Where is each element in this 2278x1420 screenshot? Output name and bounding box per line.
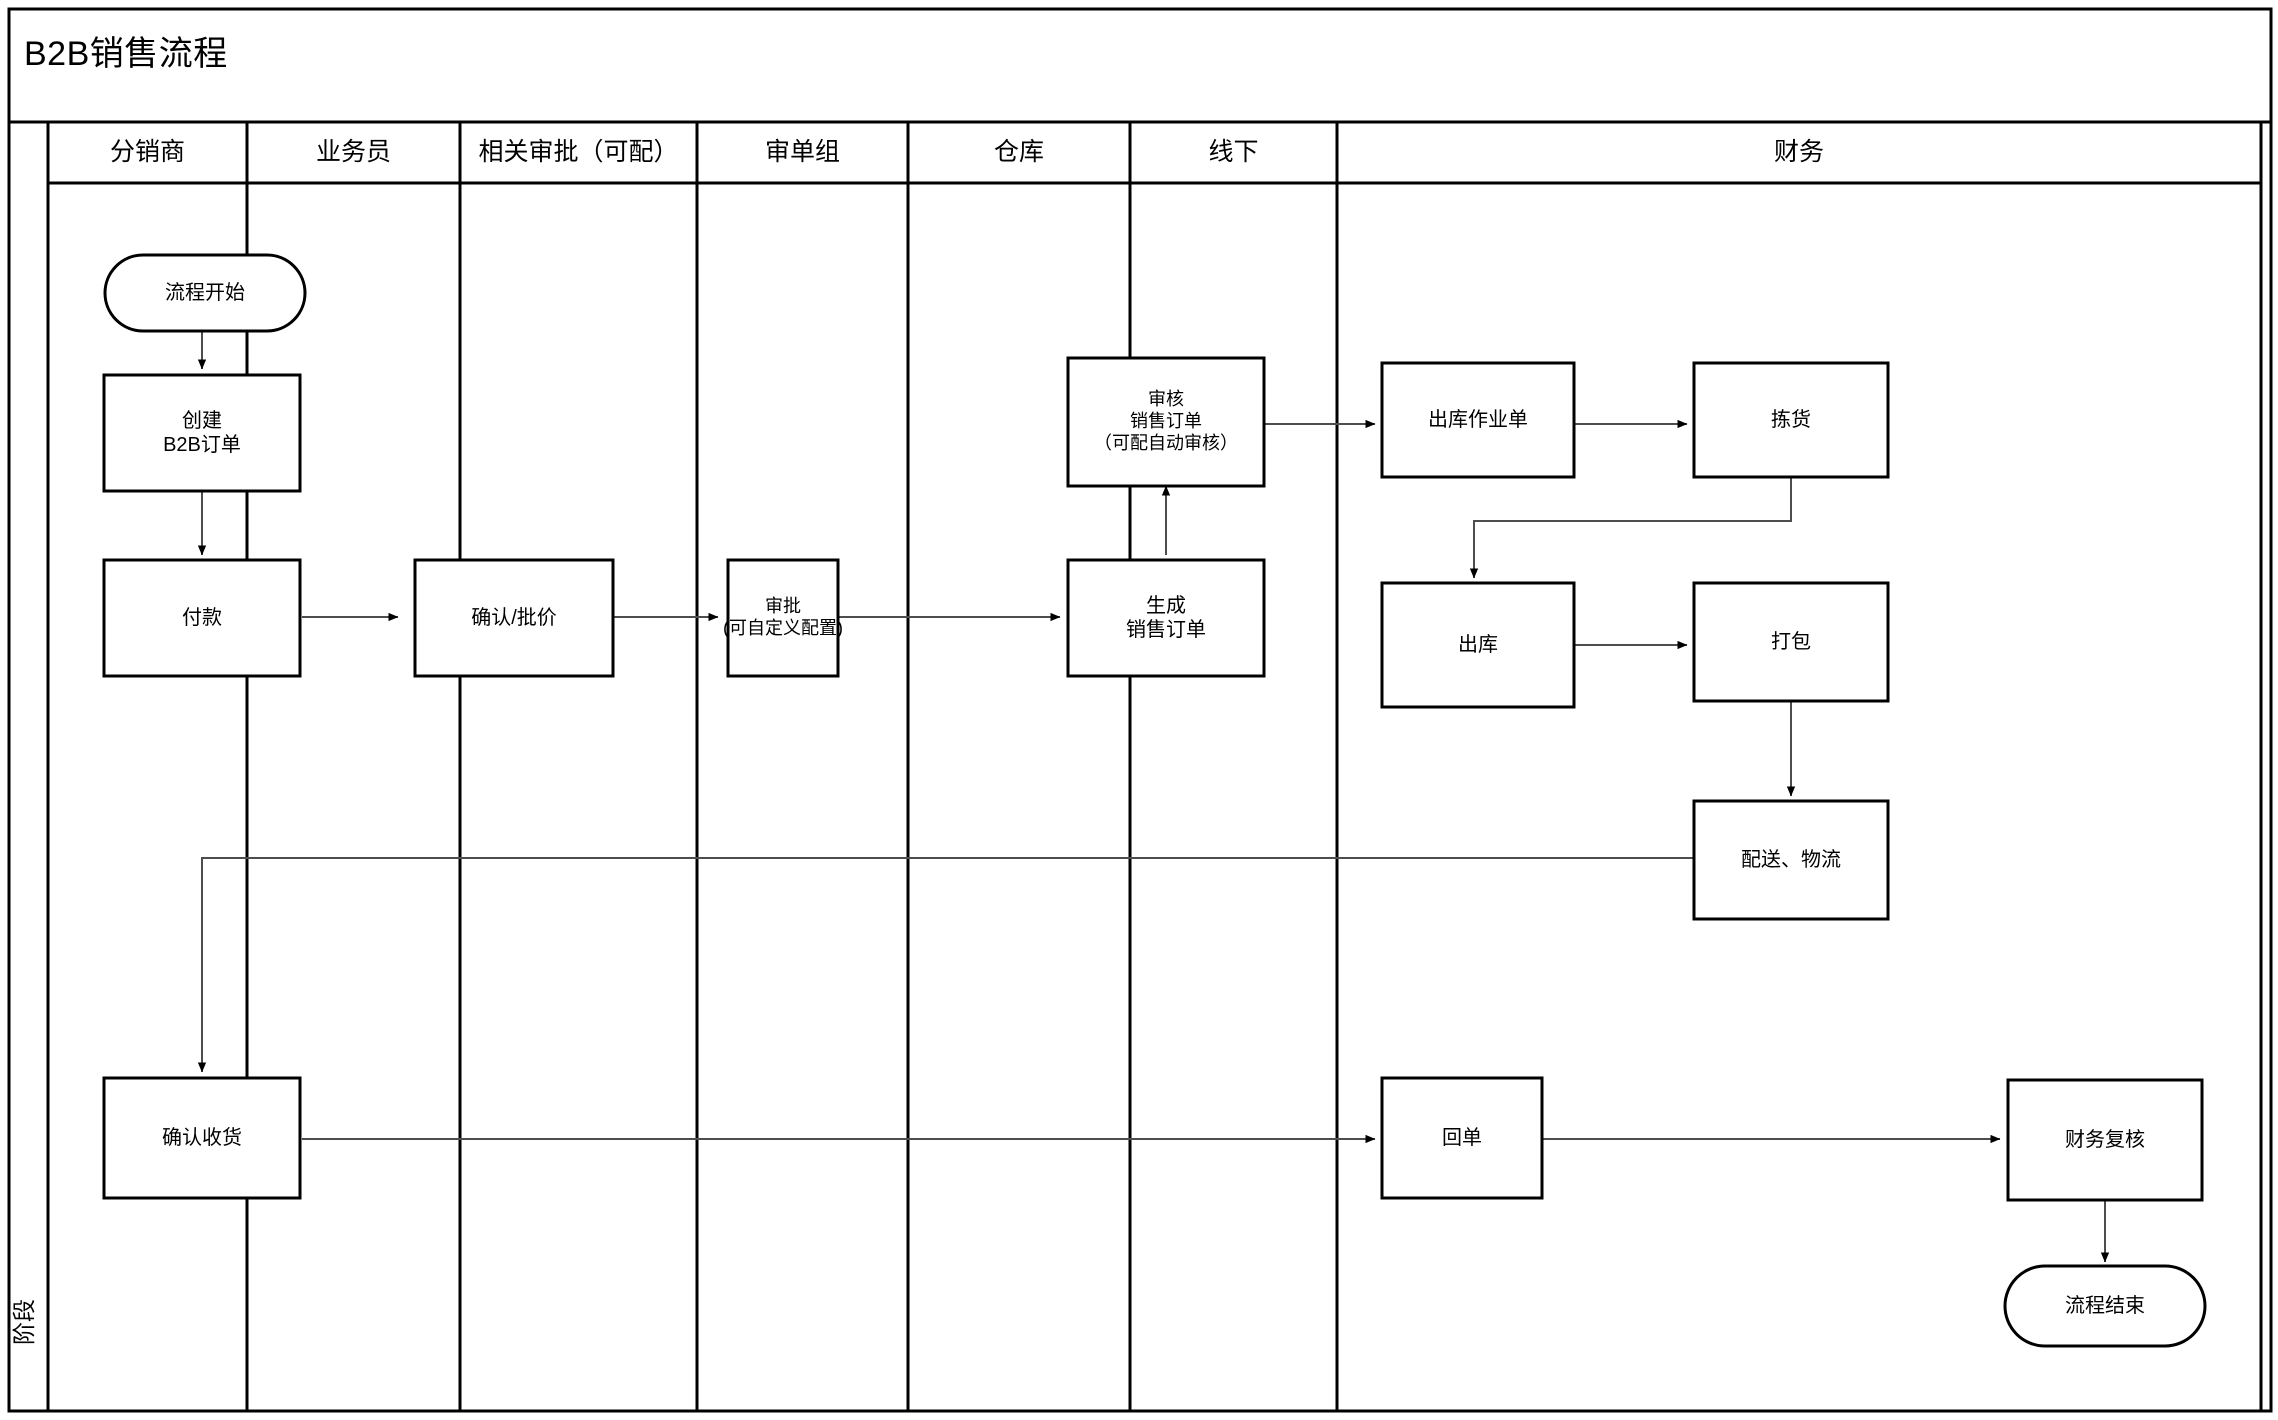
node-finance-review-shape <box>2006 1078 2204 1202</box>
nodes <box>102 253 2207 1348</box>
node-outbound-shape <box>1380 581 1576 709</box>
diagram-title: B2B销售流程 <box>24 35 228 73</box>
node-end-shape <box>2003 1264 2207 1348</box>
node-delivery-shape <box>1692 799 1890 921</box>
node-payment-shape <box>102 558 302 678</box>
node-generate-so-shape <box>1066 558 1266 678</box>
node-approval-shape <box>726 558 840 678</box>
node-create-order-shape <box>102 373 302 493</box>
edge-picking-to-outbound <box>1469 477 1792 579</box>
node-audit-so-shape <box>1066 356 1266 488</box>
node-confirm-receipt-shape <box>102 1076 302 1200</box>
node-outbound-task-shape <box>1380 361 1576 479</box>
node-start-shape <box>103 253 307 333</box>
connectors <box>197 331 2110 1263</box>
edge-delivery-to-confirm-receipt <box>197 857 1693 1073</box>
node-packing-shape <box>1692 581 1890 703</box>
phase-axis-label: 阶段 <box>11 1299 37 1345</box>
node-confirm-price-shape <box>413 558 615 678</box>
swimlane-frame <box>7 7 2273 1413</box>
node-picking-shape <box>1692 361 1890 479</box>
node-receipt-note-shape <box>1380 1076 1544 1200</box>
